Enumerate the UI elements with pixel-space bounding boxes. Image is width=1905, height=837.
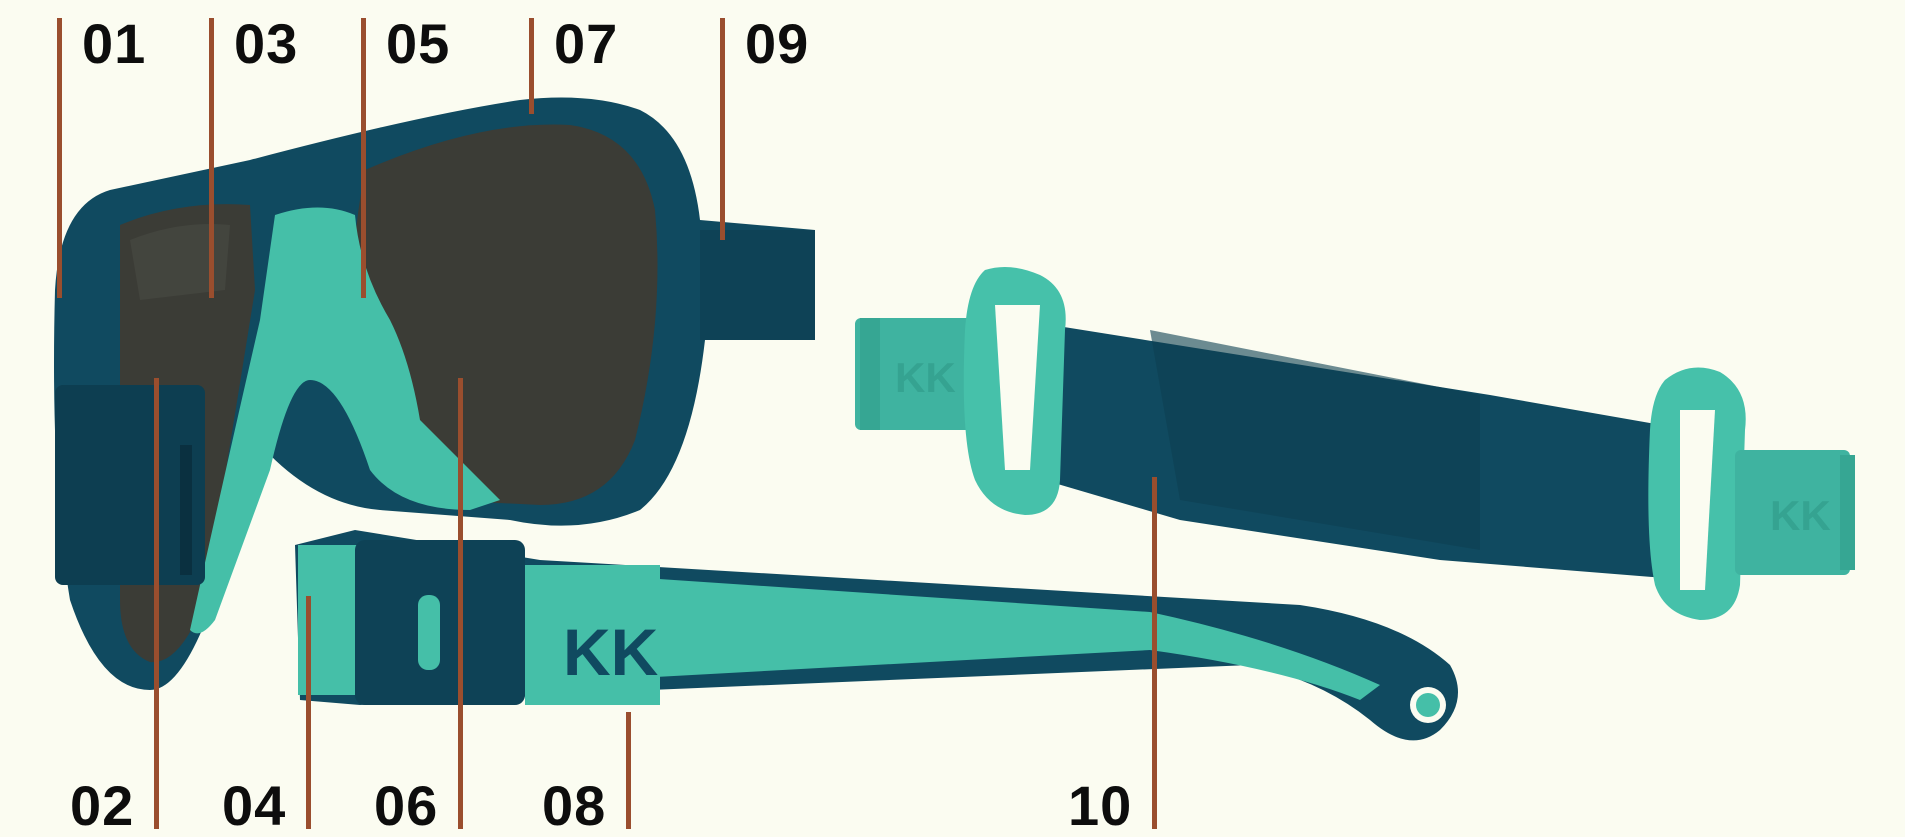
leader-line-08	[626, 712, 631, 829]
leader-line-06	[458, 378, 463, 829]
callout-label-09: 09	[745, 12, 810, 75]
leader-line-10	[1152, 477, 1157, 829]
callout-label-08: 08	[542, 774, 607, 837]
callout-label-10: 10	[1068, 774, 1133, 837]
right-lens	[352, 124, 658, 505]
leader-line-07	[529, 18, 534, 114]
leader-line-02	[154, 378, 159, 829]
callout-label-02: 02	[70, 774, 135, 837]
nose-pad	[190, 207, 500, 634]
temple-arm: KK	[295, 530, 1458, 741]
callout-label-03: 03	[234, 12, 299, 75]
strap-left-clip: KK	[855, 266, 1066, 515]
strap-right-logo: KK	[1770, 492, 1831, 539]
leader-line-09	[720, 18, 725, 240]
callout-label-07: 07	[554, 12, 619, 75]
strap-left-logo: KK	[895, 354, 956, 401]
leader-line-05	[361, 18, 366, 298]
callout-label-05: 05	[386, 12, 451, 75]
leader-line-04	[306, 596, 311, 829]
head-strap: KK KK	[855, 266, 1855, 620]
callout-label-04: 04	[222, 774, 287, 837]
leader-line-01	[57, 18, 62, 298]
temple-logo: KK	[563, 615, 659, 689]
front-frame	[54, 97, 815, 691]
callout-label-06: 06	[374, 774, 439, 837]
callout-label-01: 01	[82, 12, 147, 75]
strap-right-clip: KK	[1648, 367, 1855, 620]
leader-line-03	[209, 18, 214, 298]
